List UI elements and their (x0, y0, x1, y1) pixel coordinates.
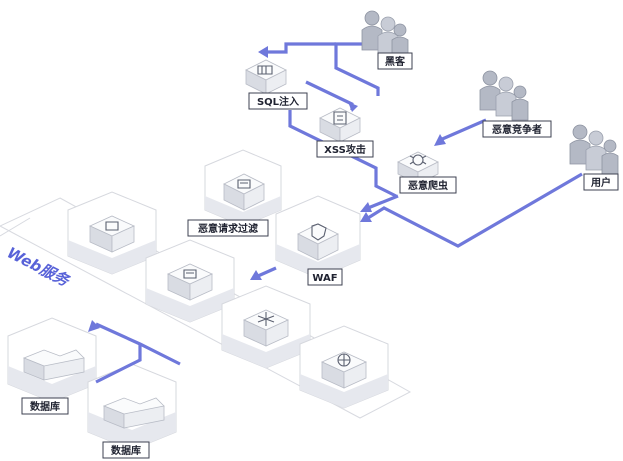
label-sql-injection: SQL注入 (248, 92, 308, 110)
svg-text:SQL注入: SQL注入 (257, 95, 299, 108)
flow-lines (88, 42, 583, 384)
database-2-icon (102, 397, 165, 429)
database-1-icon (22, 349, 85, 381)
user-icon (569, 124, 619, 175)
web-server-2-icon (167, 263, 213, 301)
label-database-2: 数据库 (102, 441, 150, 459)
waf-shield-icon (297, 223, 339, 261)
svg-text:用户: 用户 (590, 176, 611, 189)
label-malicious-competitor: 恶意竞争者 (482, 120, 552, 138)
web-server-4-globe-icon (321, 351, 367, 389)
svg-text:数据库: 数据库 (111, 444, 141, 457)
svg-text:XSS攻击: XSS攻击 (324, 143, 366, 156)
label-malicious-crawler: 恶意爬虫 (399, 176, 457, 194)
sql-injection-icon (245, 59, 287, 95)
svg-text:数据库: 数据库 (30, 400, 60, 413)
svg-text:黑客: 黑客 (385, 55, 406, 68)
malicious-competitor-icon (479, 70, 529, 121)
svg-text:恶意竞争者: 恶意竞争者 (492, 123, 542, 136)
web-server-1-icon (89, 215, 135, 253)
label-user: 用户 (583, 173, 619, 191)
web-service-title: Web服务 (4, 244, 73, 291)
label-malicious-request-filter: 恶意请求过滤 (187, 219, 269, 237)
label-database-1: 数据库 (21, 397, 69, 415)
label-xss-attack: XSS攻击 (316, 140, 374, 158)
malicious-request-filter-icon (223, 173, 265, 211)
label-waf: WAF (307, 268, 343, 286)
xss-attack-icon (319, 107, 361, 143)
svg-text:恶意请求过滤: 恶意请求过滤 (198, 222, 258, 235)
svg-text:恶意爬虫: 恶意爬虫 (408, 179, 448, 192)
web-server-3-icon (243, 309, 289, 347)
hacker-icon (361, 10, 409, 59)
svg-text:WAF: WAF (312, 273, 337, 284)
label-hacker: 黑客 (377, 52, 413, 70)
